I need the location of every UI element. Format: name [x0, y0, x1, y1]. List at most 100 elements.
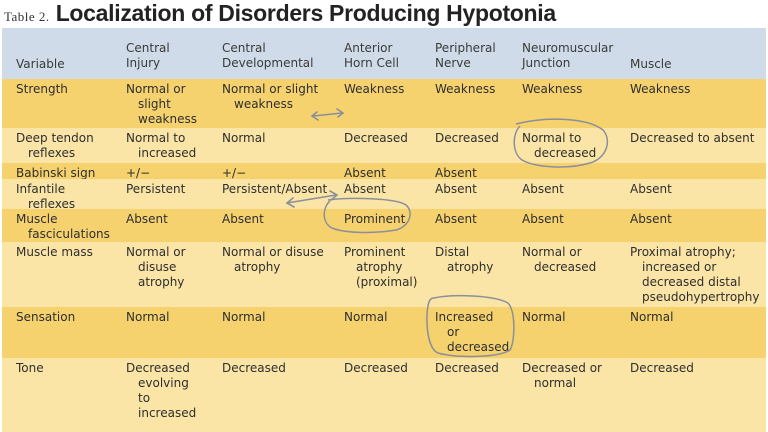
cell-line: Strength: [16, 82, 68, 96]
cell-line: Babinski sign: [16, 166, 96, 180]
cell-line: decreased: [447, 340, 510, 354]
cell-line: (proximal): [356, 275, 418, 289]
cell-neuromuscular-junction: Absent: [522, 182, 564, 197]
cell-line: Muscle mass: [16, 245, 93, 259]
cell-line: Persistent/Absent: [222, 182, 328, 196]
cell-central-developmental: Normal: [222, 131, 265, 146]
cell-line: Prominent: [344, 212, 406, 226]
cell-peripheral-nerve: Absent: [435, 182, 477, 197]
table-label: Table 2.: [4, 9, 50, 24]
cell-line: Infantile: [16, 182, 66, 196]
cell-line: increased or: [642, 260, 717, 274]
cell-line: reflexes: [28, 197, 76, 211]
header-line: Peripheral: [435, 41, 496, 55]
cell-central-injury: +/−: [126, 166, 150, 181]
header-line: Junction: [522, 56, 571, 70]
cell-muscle: Absent: [630, 212, 672, 227]
cell-line: atrophy: [447, 260, 494, 274]
cell-variable: Sensation: [16, 310, 75, 325]
cell-line: Decreased: [126, 361, 190, 375]
cell-line: Decreased: [222, 361, 286, 375]
cell-line: Weakness: [630, 82, 691, 96]
cell-line: Normal or: [522, 245, 582, 259]
cell-line: Distal: [435, 245, 470, 259]
cell-line: evolving: [138, 376, 189, 390]
header-line: Variable: [16, 57, 65, 71]
cell-central-developmental: Absent: [222, 212, 264, 227]
cell-line: atrophy: [234, 260, 281, 274]
cell-peripheral-nerve: Decreased: [435, 361, 499, 376]
cell-line: Normal or: [126, 82, 186, 96]
cell-line: Absent: [630, 212, 672, 226]
cell-line: Decreased: [435, 361, 499, 375]
cell-peripheral-nerve: Absent: [435, 166, 477, 181]
cell-line: Absent: [630, 182, 672, 196]
cell-variable: Muscle mass: [16, 245, 93, 260]
cell-line: Muscle: [16, 212, 58, 226]
cell-anterior-horn-cell: Decreased: [344, 131, 408, 146]
cell-peripheral-nerve: Absent: [435, 212, 477, 227]
cell-central-developmental: Persistent/Absent: [222, 182, 327, 197]
cell-line: increased: [138, 146, 197, 160]
cell-line: or: [447, 325, 460, 339]
cell-anterior-horn-cell: Absent: [344, 166, 386, 181]
cell-neuromuscular-junction: Normal: [522, 310, 565, 325]
cell-anterior-horn-cell: Normal: [344, 310, 387, 325]
cell-line: Normal: [222, 310, 266, 324]
cell-line: Decreased: [344, 361, 408, 375]
cell-muscle: Absent: [630, 182, 672, 197]
cell-line: Proximal atrophy;: [630, 245, 736, 259]
cell-neuromuscular-junction: Absent: [522, 212, 564, 227]
cell-line: Absent: [522, 212, 564, 226]
cell-peripheral-nerve: Decreased: [435, 131, 499, 146]
cell-line: normal: [534, 376, 577, 390]
cell-line: Absent: [344, 166, 386, 180]
cell-line: decreased: [534, 146, 597, 160]
cell-central-injury: Normal: [126, 310, 169, 325]
cell-neuromuscular-junction: Weakness: [522, 82, 582, 97]
cell-variable: Strength: [16, 82, 68, 97]
cell-central-developmental: Decreased: [222, 361, 286, 376]
header-line: Central: [222, 41, 266, 55]
table-heading: Localization of Disorders Producing Hypo…: [55, 0, 557, 26]
cell-line: Normal: [126, 310, 170, 324]
cell-line: Normal: [222, 131, 266, 145]
cell-line: disuse: [138, 260, 177, 274]
cell-line: Normal: [522, 310, 566, 324]
cell-line: Sensation: [16, 310, 76, 324]
cell-line: Decreased: [344, 131, 408, 145]
cell-line: Weakness: [344, 82, 405, 96]
cell-line: Normal or disuse: [222, 245, 324, 259]
cell-line: Decreased or: [522, 361, 602, 375]
header-line: Developmental: [222, 56, 314, 70]
header-line: Nerve: [435, 56, 471, 70]
cell-line: reflexes: [28, 146, 76, 160]
cell-line: Normal: [344, 310, 388, 324]
cell-variable: Tone: [16, 361, 44, 376]
cell-line: Absent: [222, 212, 264, 226]
cell-line: Absent: [522, 182, 564, 196]
cell-line: Normal to: [126, 131, 186, 145]
